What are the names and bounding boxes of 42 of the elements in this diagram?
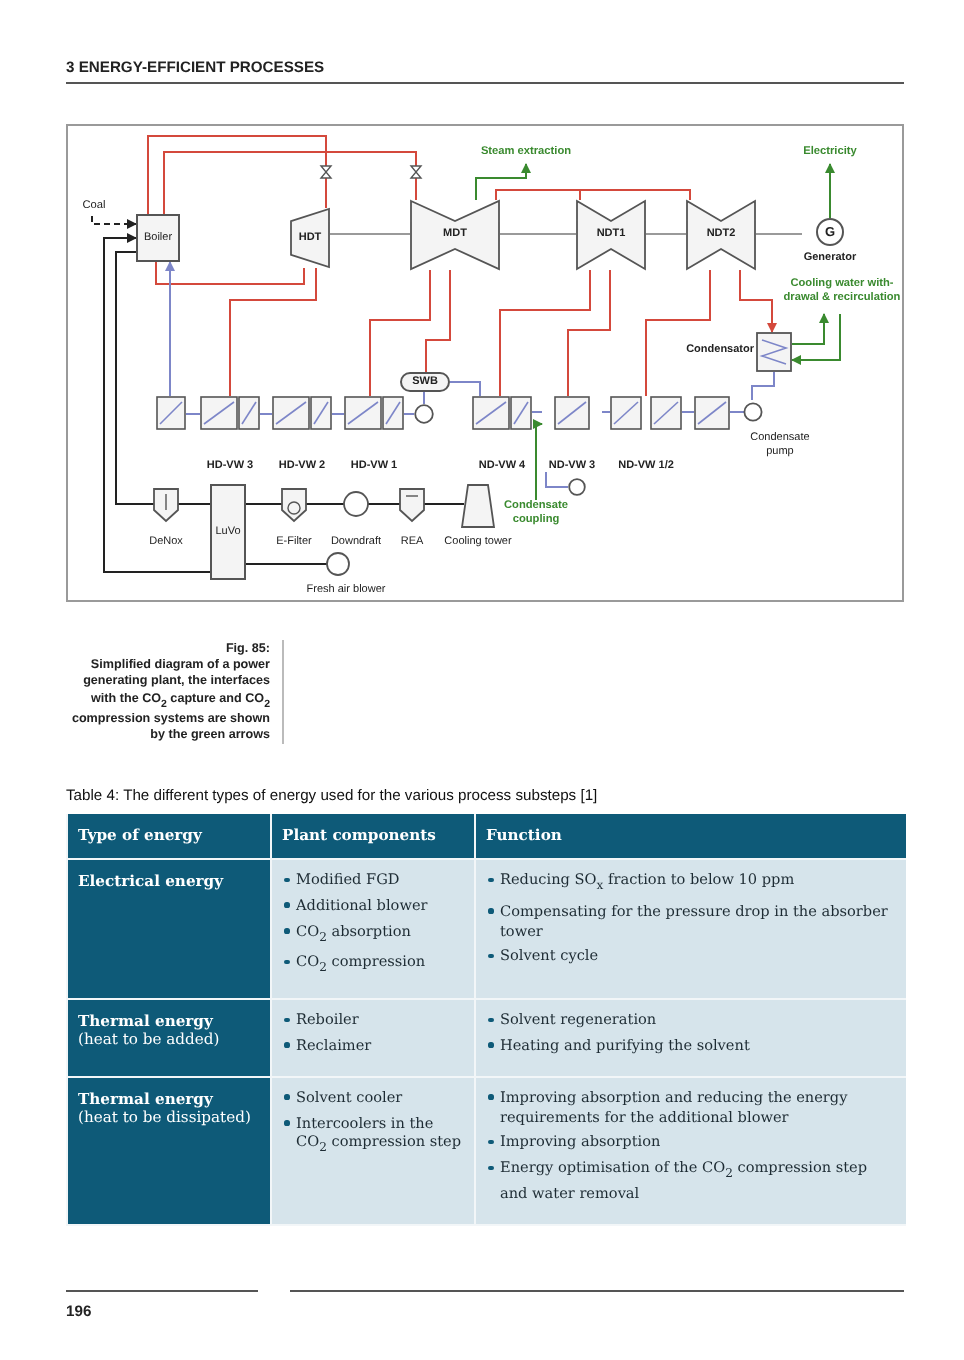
pipe-line — [681, 411, 695, 413]
pipe-line — [259, 413, 273, 415]
pipe-line — [499, 269, 591, 397]
pipe-line — [229, 267, 317, 397]
pipe-line — [531, 411, 543, 413]
pipe-line — [545, 471, 569, 488]
pipe-line — [245, 563, 328, 565]
pipe-line — [751, 371, 775, 401]
pipe-line — [755, 233, 803, 235]
arrow — [739, 269, 777, 333]
pipe-line — [729, 411, 745, 413]
pipe-line — [367, 503, 401, 505]
arrow — [103, 233, 211, 573]
arrow — [165, 261, 175, 397]
arrow — [825, 163, 835, 219]
pipe-line — [331, 413, 345, 415]
pipe-line — [147, 135, 327, 215]
arrow — [533, 419, 543, 501]
pipe-line — [645, 269, 711, 397]
arrow — [475, 163, 531, 201]
pipe-line — [495, 189, 691, 201]
pipe-line — [177, 503, 211, 505]
pipe-line — [329, 233, 411, 235]
pipe-line — [601, 411, 611, 413]
arrow — [791, 313, 841, 365]
pipe-line — [423, 391, 425, 405]
pipe-line — [423, 503, 465, 505]
arrow — [91, 215, 137, 229]
pipe-line — [163, 151, 417, 215]
pipe-line — [305, 503, 345, 505]
pipe-line — [499, 233, 577, 235]
pipe-line — [403, 413, 415, 415]
pipe-line — [449, 381, 481, 397]
pipe-line — [155, 261, 305, 285]
pipe-line — [115, 251, 155, 505]
pipe-line — [369, 269, 431, 397]
pipe-line — [245, 503, 283, 505]
pipe-line — [185, 413, 201, 415]
pipe-line — [567, 269, 611, 397]
arrow — [791, 313, 829, 345]
pipe-line — [645, 233, 687, 235]
pipe-line — [425, 269, 451, 373]
